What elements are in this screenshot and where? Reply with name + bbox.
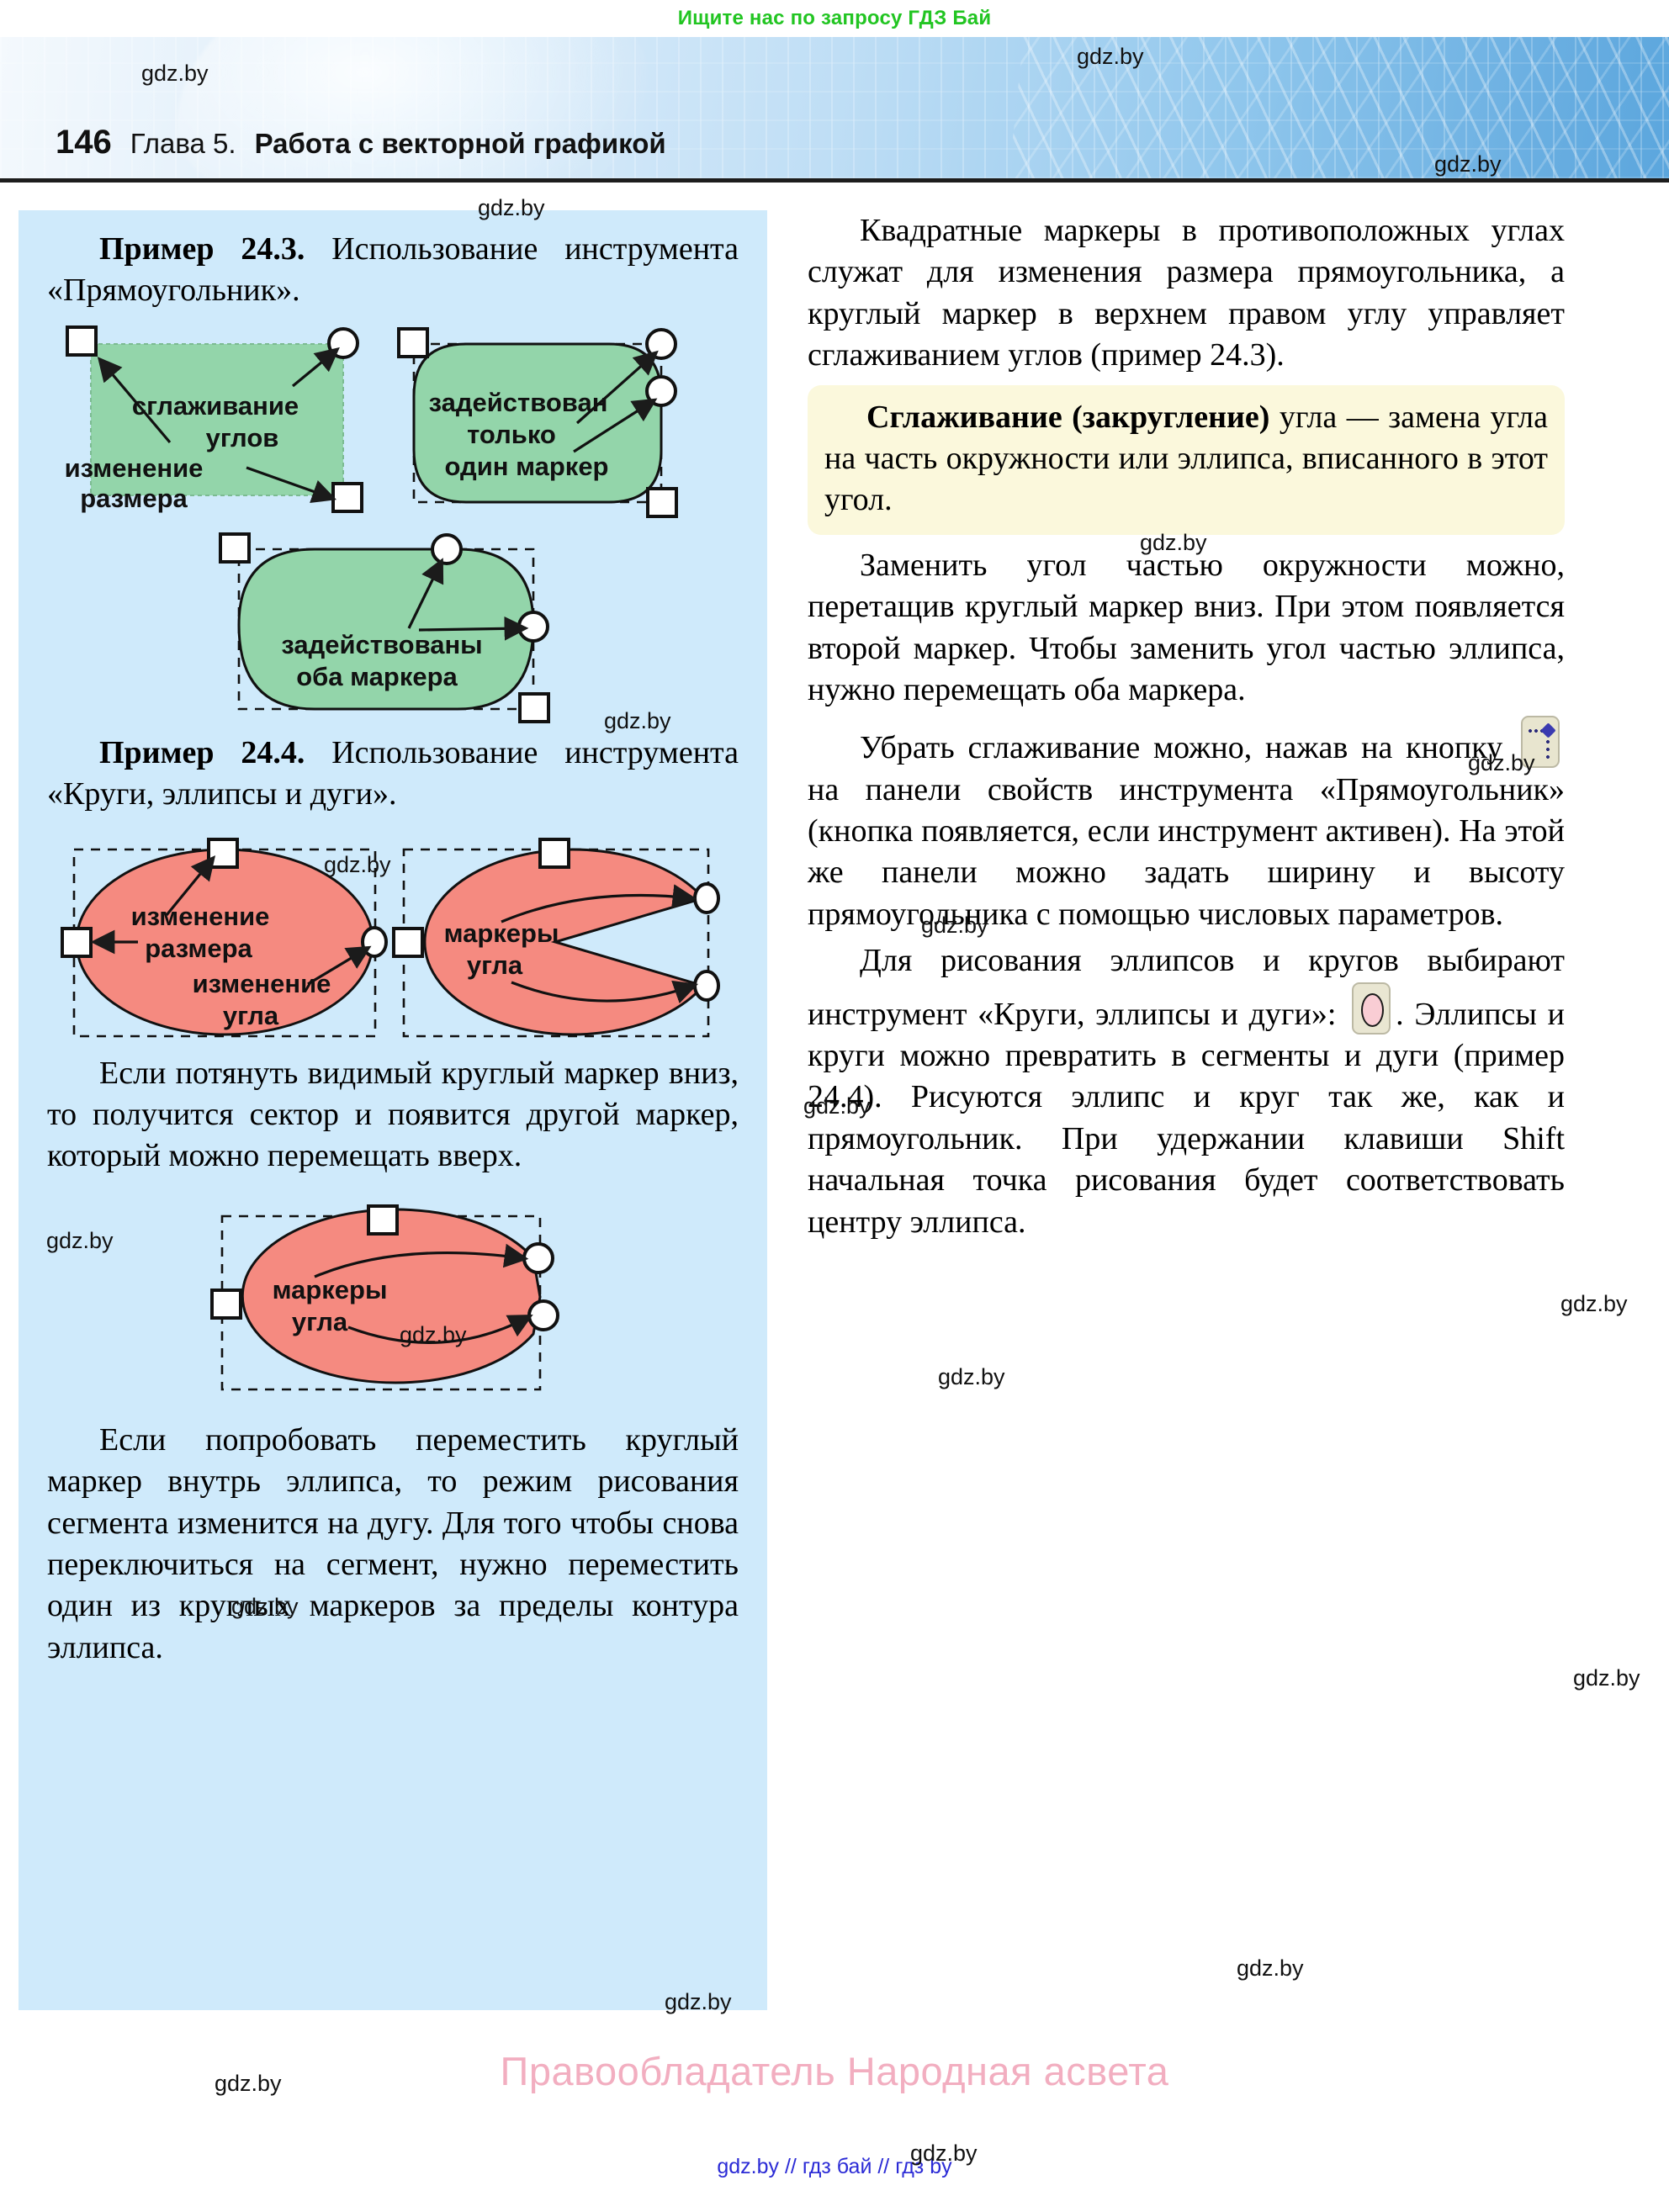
rounding-marker-circle (431, 532, 463, 565)
fig244-ellipse-1: изменение размера изменение угла (61, 837, 388, 1037)
figure-24-3-canvas: сглаживание углов изменение размера заде… (65, 325, 678, 723)
rounding-off-button-icon[interactable] (1521, 716, 1560, 769)
watermark: gdz.by (1237, 1955, 1304, 1981)
fig243-label-smoothing-2: углов (206, 423, 279, 452)
resize-marker-square (219, 532, 251, 564)
angle-marker-circle (693, 881, 720, 914)
fig243-label-resize: изменение (65, 453, 204, 483)
resize-marker-square (538, 837, 570, 869)
fig244b-label-markers-2: угла (292, 1307, 348, 1336)
angle-marker-circle (522, 1241, 554, 1274)
watermark: gdz.by (938, 1364, 1005, 1389)
left-paragraph-1: Если потянуть видимый круглый маркер вни… (47, 1055, 739, 1174)
site-links: gdz.by // гдз бай // гдз by (717, 2155, 952, 2178)
figure-24-4-row1: изменение размера изменение угла маркеры (47, 834, 739, 1045)
rounding-marker-circle (645, 374, 677, 407)
figure-24-4-canvas-2: маркеры угла (210, 1204, 559, 1391)
right-paragraph-4: Для рисования эллипсов и кругов выбирают… (808, 940, 1565, 1243)
right-paragraph-4-part-b: . Эллипсы и круги можно превратить в сег… (808, 996, 1565, 1240)
resize-marker-square (210, 1288, 242, 1320)
resize-marker-square (207, 837, 239, 869)
example-24-4-label: Пример 24.4. (99, 734, 305, 770)
resize-marker-square (397, 326, 429, 358)
promo-banner: Ищите нас по запросу ГДЗ Бай (0, 0, 1669, 37)
figure-24-4-row2: маркеры угла (47, 1199, 739, 1410)
right-paragraph-2: Заменить угол частью окружности можно, п… (808, 547, 1565, 707)
fig243-rect-3: задействованы оба маркера (219, 532, 550, 723)
definition-term: Сглаживание (закругление) (866, 399, 1270, 435)
resize-marker-square (331, 481, 363, 513)
definition-callout: Сглаживание (закругление) угла — замена … (808, 384, 1565, 535)
example-24-3-label: Пример 24.3. (99, 231, 305, 267)
left-paragraph-2: Если попробовать переместить круглый мар… (47, 1421, 739, 1665)
definition-text: Сглаживание (закругление) угла — замена … (824, 397, 1548, 521)
page-header-row: 146 Глава 5. Работа с векторной графикой (0, 124, 1669, 161)
resize-marker-square (61, 926, 93, 958)
rounding-marker-circle (517, 610, 549, 643)
right-paragraph-1: Квадратные маркеры в противоположных угл… (808, 213, 1565, 373)
fig243-label-one-marker-2: только (467, 420, 556, 449)
diamond-icon (1540, 722, 1556, 738)
fig244-ellipse-3: маркеры угла (210, 1204, 559, 1391)
left-column-panel: Пример 24.3. Использование инструмента «… (19, 210, 767, 2010)
fig244-label-markers: маркеры (444, 918, 559, 948)
chapter-title: Работа с векторной графикой (254, 128, 666, 159)
promo-text: Ищите нас по запросу ГДЗ Бай (677, 7, 992, 29)
fig244-label-angle-2: угла (223, 1001, 279, 1030)
resize-marker-square (392, 926, 424, 958)
page-number: 146 (56, 124, 112, 161)
watermark: gdz.by (1573, 1665, 1640, 1691)
angle-marker-circle (361, 925, 388, 958)
example-24-3-text: Использование инструмента «Прямоугольник… (47, 231, 739, 309)
resize-marker-square (646, 486, 678, 518)
resize-marker-square (66, 325, 98, 357)
fig244-label-angle: изменение (193, 969, 331, 998)
figure-24-3: сглаживание углов изменение размера заде… (47, 324, 739, 728)
right-column: Квадратные маркеры в противоположных угл… (808, 210, 1565, 1243)
fig244-label-resize: изменение (131, 902, 270, 931)
fig243-label-smoothing: сглаживание (132, 391, 299, 421)
dots-vertical-icon (1546, 739, 1550, 762)
page-header-band: 146 Глава 5. Работа с векторной графикой (0, 37, 1669, 178)
angle-marker-circle (527, 1299, 559, 1331)
example-24-4-text: Использование инструмента «Круги, эллипс… (47, 734, 739, 812)
fig243-label-resize-2: размера (80, 484, 188, 513)
fig244-label-resize-2: размера (145, 934, 252, 963)
example-24-3-heading: Пример 24.3. Использование инструмента «… (47, 229, 739, 312)
fig243-label-one-marker: задействован (429, 388, 608, 417)
copyright-notice: Правообладатель Народная асвета (500, 2049, 1169, 2093)
resize-marker-square (518, 691, 550, 723)
fig244-ellipse-2: маркеры угла (392, 837, 720, 1037)
angle-marker-circle (693, 969, 720, 1002)
chapter-prefix: Глава 5. (130, 128, 236, 159)
fig243-rect-2: задействован только один маркер (397, 326, 678, 518)
rounding-marker-circle (645, 327, 677, 360)
right-paragraph-3-part-a: Убрать сглаживание можно, нажав на кнопк… (860, 730, 1516, 766)
fig244b-label-markers: маркеры (273, 1275, 388, 1304)
watermark: gdz.by (1560, 1291, 1628, 1316)
resize-marker-square (367, 1204, 399, 1236)
right-paragraph-3: Убрать сглаживание можно, нажав на кнопк… (808, 716, 1565, 935)
fig243-label-both-markers-2: оба маркера (296, 662, 458, 691)
definition-body: угла — замена угла на часть окружности и… (824, 399, 1548, 518)
dots-horizontal-icon (1529, 729, 1544, 733)
example-24-4-heading: Пример 24.4. Использование инструмента «… (47, 733, 739, 816)
header-divider (0, 178, 1669, 183)
ellipse-icon (1361, 992, 1385, 1027)
header-decoration (177, 37, 648, 178)
fig243-rect-1: сглаживание углов изменение размера (65, 325, 363, 513)
fig243-label-both-markers: задействованы (281, 630, 482, 659)
fig244-label-markers-2: угла (467, 950, 523, 980)
fig243-label-one-marker-3: один маркер (445, 452, 609, 481)
right-paragraph-4-part-a: Для рисования эллипсов и кругов выбирают… (808, 943, 1565, 1032)
figure-24-4-canvas-1: изменение размера изменение угла маркеры (61, 837, 720, 1037)
right-paragraph-3-part-b: на панели свойств инструмента «Прямоугол… (808, 771, 1565, 932)
ellipse-tool-button-icon[interactable] (1352, 982, 1391, 1035)
